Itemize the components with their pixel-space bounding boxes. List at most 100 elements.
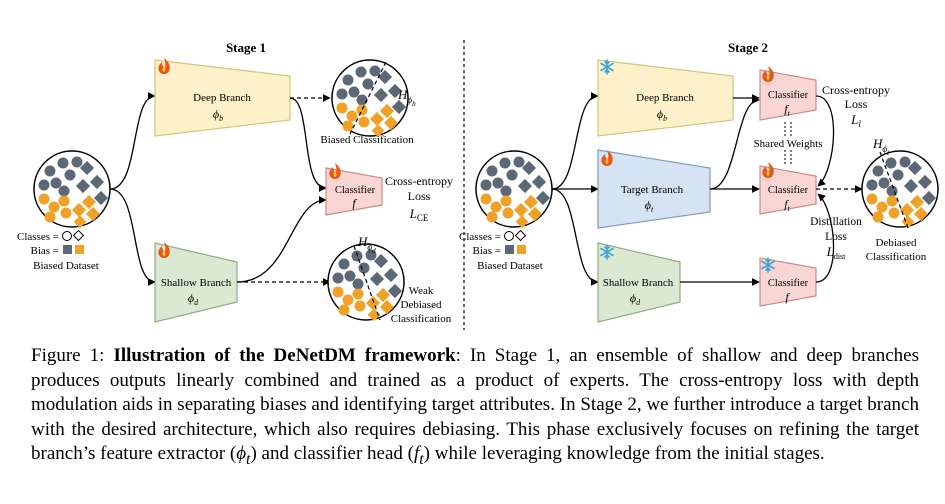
stage2-target-phi: ϕ [645,198,651,212]
svg-text:ϕd: ϕd [188,291,199,307]
stage2-deep-sub: b [663,114,667,123]
stage2-shallow-sub: d [636,298,641,307]
stage2-ft-mid-sub: t [788,204,791,213]
stage2-shared-weights: Shared Weights [754,138,823,150]
stage1-deep-sub: b [219,114,223,123]
stage2-dataset-disk [475,150,553,229]
stage2-debiased-disk [861,150,939,229]
stage1-classifier-f: f [352,196,357,210]
svg-text:ft: ft [784,102,790,118]
stage1-h-top: H [397,87,408,102]
caption-f: f [413,443,420,464]
caption-body: : In Stage 1, an ensemble of shallow and… [31,345,919,464]
stage1-h-top-sub: ϕ [407,95,412,105]
svg-text:ϕt: ϕt [645,198,654,214]
stage1-shallow-label: Shallow Branch [161,277,232,289]
stage1-deep-branch [154,59,291,137]
stage2-ce-sub: l [858,119,861,129]
stage2-deep-label: Deep Branch [636,92,694,104]
stage2-distill-sub: dist [834,252,846,261]
caption-phi-sub: t [246,450,251,468]
stage1-h-bottom: H [357,234,368,249]
legend-grey-square-icon [63,245,72,254]
caption-bold-title: Illustration of the DeNetDM framework [113,345,456,366]
caption-phi: ϕ [236,443,247,464]
svg-text:ϕd: ϕd [630,291,641,307]
stage2-classifier-top [759,69,817,121]
stage2-distill-line1: Distillation [810,216,862,228]
stage2-ft-top: f [784,102,789,116]
stage1-legend-classes: Classes = [17,231,59,243]
stage2-legend-classes: Classes = [459,231,501,243]
stage2-legend: Classes = Bias = Biased Dataset [459,229,543,272]
stage1-deep-label: Deep Branch [193,92,251,104]
legend-circle-icon [504,231,514,241]
stage1-weak-line1: Weak [409,285,434,297]
svg-text:Hϕb: Hϕb [397,87,416,108]
stage2-classifier-bottom-f: f [785,290,790,304]
stage1-biased-disk [331,59,409,138]
stage1-legend: Classes = Bias = Biased Dataset [17,229,99,272]
svg-text:Hϕd: Hϕd [357,234,376,255]
stage1-weak-disk [327,243,405,322]
stage1-panel: Stage 1 Classes = Bias = Biased Dataset … [17,40,453,325]
stage2-shallow-label: Shallow Branch [603,277,674,289]
stage2-target-branch [597,149,711,229]
stage1-deep-phi: ϕ [213,107,219,121]
stage2-classifier-top-label: Classifier [768,90,809,101]
stage2-distill-line2: Loss [825,231,847,243]
stage1-classifier-label: Classifier [335,185,376,196]
stage2-dataset-label: Biased Dataset [477,260,543,272]
stage1-legend-bias: Bias = [30,245,59,257]
caption-mid: ) and classifier head ( [250,443,414,464]
legend-grey-square-icon [505,245,514,254]
caption-f-sub: t [419,450,424,468]
stage1-shallow-phi: ϕ [188,291,194,305]
svg-text:Ldist: Ldist [826,244,847,261]
svg-text:Ll: Ll [850,112,861,129]
stage2-title: Stage 2 [728,40,768,55]
stage2-debiased-line2: Classification [866,251,927,263]
stage2-legend-bias: Bias = [472,245,501,257]
caption-prefix: Figure 1: [31,345,114,366]
legend-orange-square-icon [75,245,84,254]
stage2-shallow-phi: ϕ [630,291,636,305]
stage2-h: H [872,136,883,151]
stage2-classifier-bottom-label: Classifier [768,278,809,289]
stage1-dataset-disk [33,150,111,229]
stage2-ce-line2: Loss [845,97,868,111]
stage2-distill-symbol: L [826,244,834,259]
stage2-h-sub: ϕ [882,144,887,154]
figure-caption: Figure 1: Illustration of the DeNetDM fr… [31,344,919,472]
stage1-weak-line3: Classification [391,313,452,325]
stage1-ce-sub: CE [417,213,429,223]
stage2-h-subsub: t [887,149,890,157]
stage2-shallow-branch [597,242,681,323]
stage1-weak-line2: Debiased [401,299,442,311]
legend-circle-icon [62,231,72,241]
stage1-ce-line1: Cross-entropy [385,174,453,188]
stage1-shallow-branch [154,242,238,323]
stage2-target-label: Target Branch [621,184,684,196]
stage1-h-bottom-subsub: d [372,247,376,255]
svg-text:ft: ft [784,197,790,213]
stage2-ce-symbol: L [850,112,858,127]
stage2-classifier-mid [759,165,817,215]
stage1-classifier [325,167,383,216]
stage2-classifier-bottom [759,257,817,307]
legend-diamond-icon [72,229,85,242]
stage1-shallow-sub: d [194,298,199,307]
stage2-panel: Stage 2 Classes = Bias = Biased Dataset … [459,40,939,323]
legend-diamond-icon [514,229,527,242]
stage2-target-sub: t [651,205,654,214]
stage2-ft-mid: f [784,197,789,211]
stage1-ce-line2: Loss [408,189,431,203]
stage1-biased-label: Biased Classification [320,134,414,146]
stage2-debiased-line1: Debiased [876,237,917,249]
svg-text:ϕb: ϕb [657,107,667,123]
svg-text:LCE: LCE [409,206,429,223]
legend-orange-square-icon [517,245,526,254]
caption-end: ) while leveraging knowledge from the in… [423,443,825,464]
framework-figure: Stage 1 Classes = Bias = Biased Dataset … [17,40,939,330]
stage2-deep-branch [597,59,734,137]
